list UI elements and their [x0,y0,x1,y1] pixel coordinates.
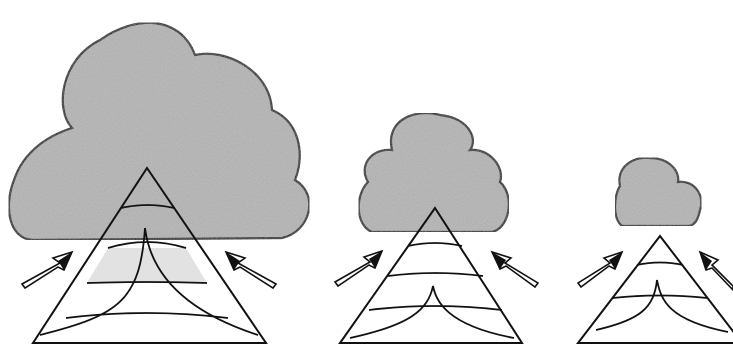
pyramid-medium-stratum-3 [369,306,502,310]
pyramid-large-stratum-4 [66,313,228,318]
cloud-large [9,23,309,240]
panel-3 [578,158,733,343]
pyramid-small-core [596,280,728,332]
arrow-icon [700,252,733,290]
cloud-medium [359,113,509,232]
pyramid-medium-stratum-2 [388,273,483,276]
panel-2 [335,113,538,343]
arrow-icon [578,252,622,287]
arrow-icon [226,252,276,288]
pyramid-small-stratum-2 [613,296,707,299]
pyramid-small-stratum-1 [637,263,683,266]
pyramid-large-band [87,248,207,283]
arrow-icon [22,252,72,288]
pyramid-large-stratum-3 [87,282,207,283]
arrow-icon [492,252,538,287]
pyramid-medium-stratum-1 [408,243,462,246]
cloud-small [615,158,701,226]
panel-1 [9,23,309,343]
pyramid-large-stratum-2 [108,242,186,248]
arrow-icon [335,251,382,286]
